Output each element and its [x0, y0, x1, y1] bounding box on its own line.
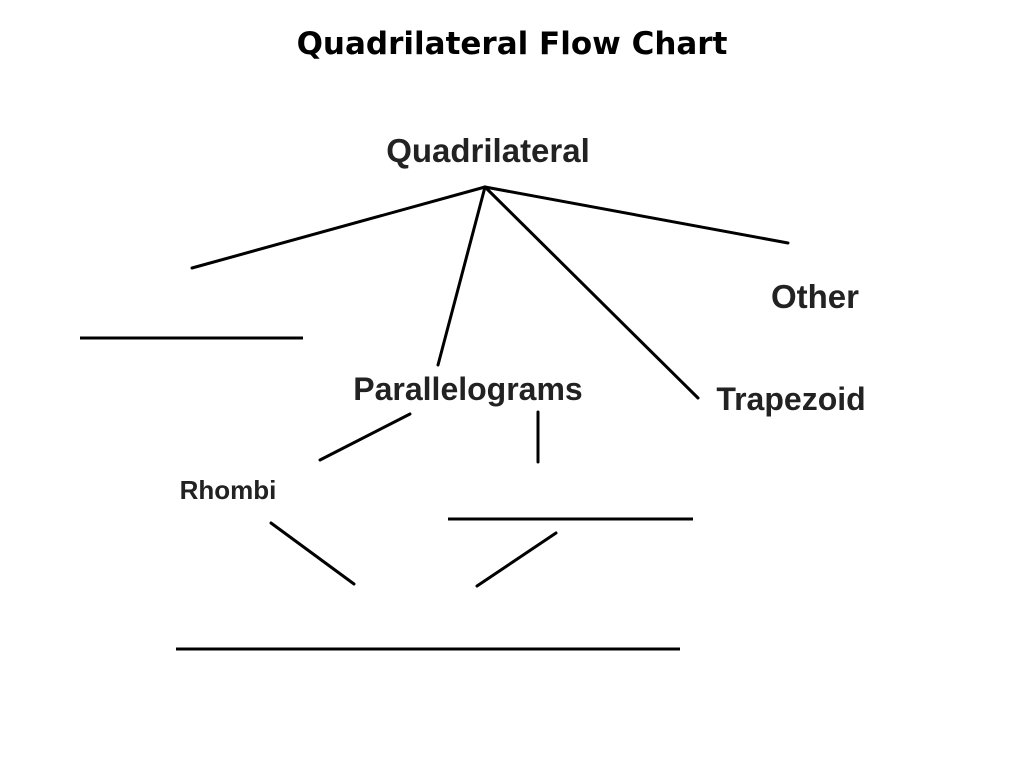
node-rhombi: Rhombi: [180, 475, 277, 505]
node-quadrilateral: Quadrilateral: [386, 132, 590, 169]
edge-rhombi-to-bottom-blank: [269, 521, 356, 586]
node-parallelograms: Parallelograms: [353, 371, 582, 407]
edge-root-to-blank-left: [190, 185, 487, 270]
edge-root-to-parallelograms: [436, 185, 487, 367]
slide-title: Quadrilateral Flow Chart: [296, 26, 728, 62]
edge-root-to-trapezoid: [483, 185, 700, 400]
node-trapezoid: Trapezoid: [716, 381, 865, 417]
edge-root-to-other: [483, 185, 790, 245]
edge-parallelograms-to-rhombi: [318, 412, 412, 462]
edge-blank-to-bottom-blank: [475, 531, 558, 588]
node-other: Other: [771, 278, 859, 315]
